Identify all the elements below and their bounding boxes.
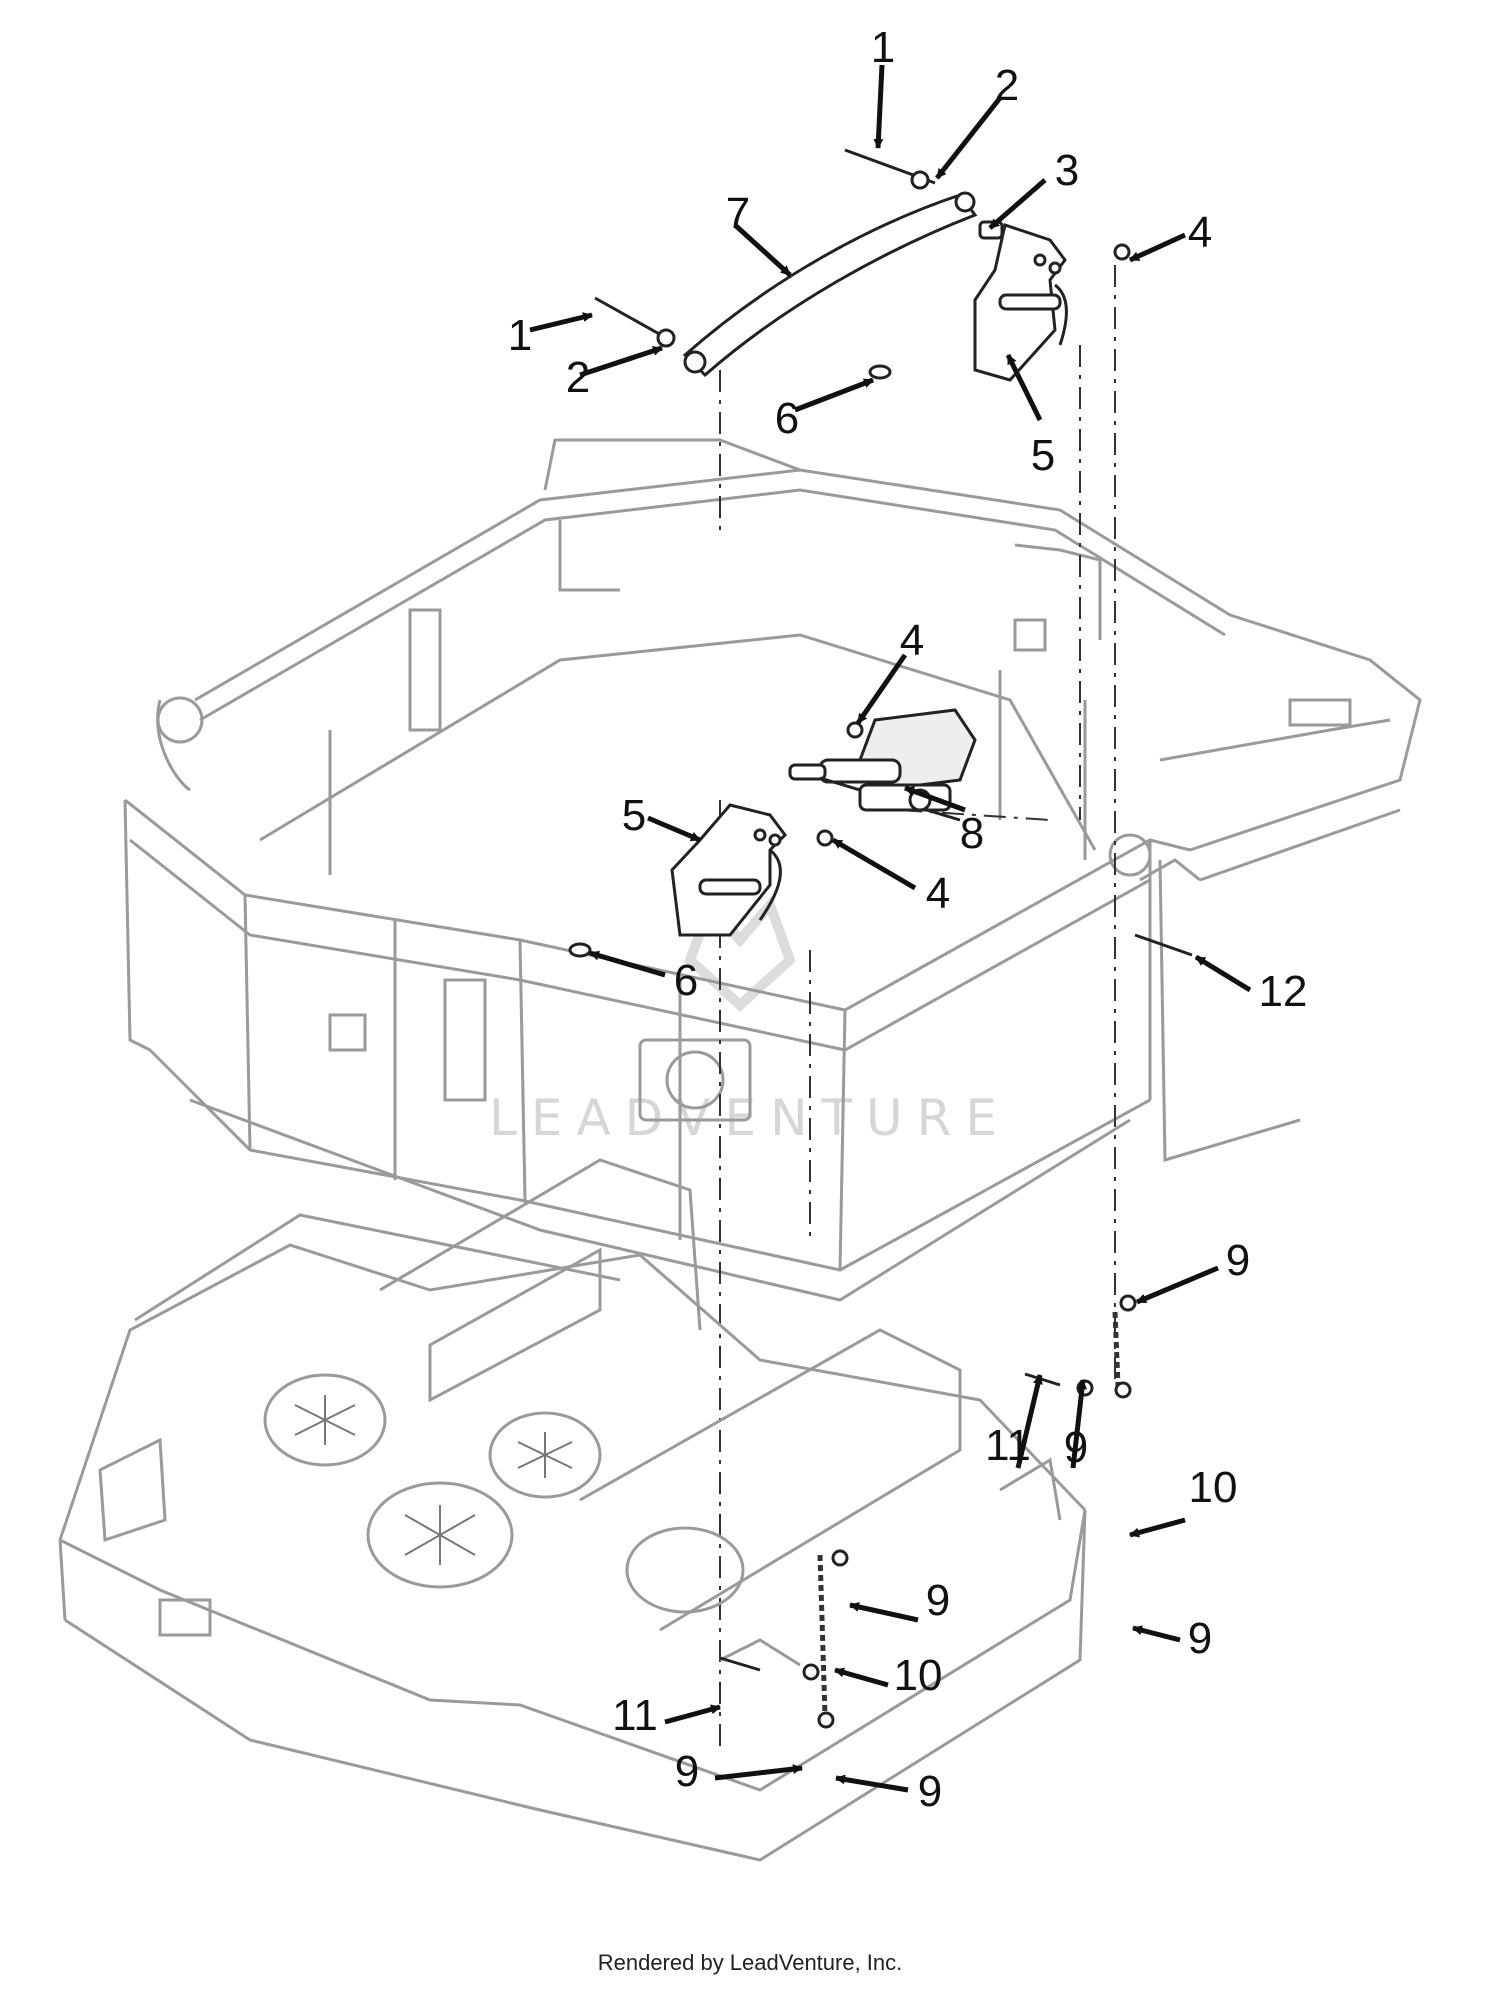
leader-11-lower — [664, 1704, 721, 1725]
callout-9: 9 — [926, 1576, 950, 1625]
callout-10: 10 — [894, 1651, 943, 1700]
alignment-lines — [719, 265, 1116, 1750]
leader-5-lower — [647, 815, 701, 843]
leader-2-top — [935, 96, 1002, 180]
leader-6-lower — [589, 950, 666, 978]
leader-lines — [529, 64, 1252, 1793]
mower-deck — [58, 1158, 1087, 1862]
rod-12 — [1134, 933, 1193, 957]
leader-9-e — [714, 1764, 803, 1781]
callout-8: 8 — [960, 809, 984, 858]
deck-blades — [294, 1395, 573, 1565]
leader-6-top — [794, 377, 874, 413]
chains — [817, 1311, 1121, 1716]
lift-actuator — [788, 708, 977, 822]
callout-2: 2 — [566, 353, 590, 402]
pivot-bracket-lower — [568, 721, 864, 958]
callout-4: 4 — [900, 616, 924, 665]
watermark-text: LEADVENTURE — [489, 1089, 1011, 1147]
pivot-bracket-upper — [973, 223, 1068, 382]
leader-12 — [1194, 954, 1252, 993]
callout-2: 2 — [995, 61, 1019, 110]
leader-9-f — [835, 1774, 909, 1793]
callout-10: 10 — [1189, 1463, 1238, 1512]
leader-3 — [988, 178, 1047, 230]
callout-6: 6 — [674, 956, 698, 1005]
callout-9: 9 — [675, 1747, 699, 1796]
leader-8 — [904, 785, 966, 813]
mower-frame — [123, 438, 1422, 1302]
callout-11: 11 — [612, 1691, 658, 1740]
leader-7 — [733, 223, 792, 277]
leader-9-c — [849, 1602, 919, 1623]
callout-9: 9 — [1226, 1236, 1250, 1285]
lift-link-arm — [682, 191, 978, 378]
callout-1: 1 — [508, 311, 532, 360]
callout-labels: 1 2 3 4 7 1 2 6 5 4 5 8 4 6 12 9 11 9 10… — [508, 23, 1308, 1816]
leader-9-b — [1070, 1379, 1087, 1469]
leader-1-left — [529, 312, 593, 333]
leader-4-mid — [855, 653, 908, 725]
callout-4: 4 — [1188, 208, 1212, 257]
leader-1-top — [873, 64, 885, 149]
leader-4-right — [831, 837, 917, 891]
callout-12: 12 — [1259, 967, 1308, 1016]
leader-10-right — [1129, 1517, 1186, 1538]
callout-4: 4 — [926, 869, 950, 918]
callout-9: 9 — [1064, 1423, 1088, 1472]
bolts-upper — [594, 148, 1131, 380]
callout-1: 1 — [871, 23, 895, 72]
leader-2-left — [579, 345, 663, 378]
callout-3: 3 — [1055, 146, 1079, 195]
leader-10-lower — [834, 1667, 889, 1688]
watermark: LEADVENTURE — [489, 895, 1011, 1147]
callout-11: 11 — [985, 1421, 1031, 1470]
callout-9: 9 — [918, 1767, 942, 1816]
leader-9-a — [1136, 1265, 1219, 1305]
callout-9: 9 — [1188, 1614, 1212, 1663]
leader-5-top — [1005, 353, 1043, 422]
callout-7: 7 — [726, 189, 750, 238]
leader-4-top — [1128, 232, 1187, 263]
rendered-by-credit: Rendered by LeadVenture, Inc. — [597, 1950, 903, 1975]
callout-5: 5 — [1031, 431, 1055, 480]
leader-9-d — [1132, 1625, 1181, 1643]
callout-6: 6 — [775, 394, 799, 443]
leader-11-right — [1015, 1374, 1043, 1469]
callout-5: 5 — [622, 791, 646, 840]
